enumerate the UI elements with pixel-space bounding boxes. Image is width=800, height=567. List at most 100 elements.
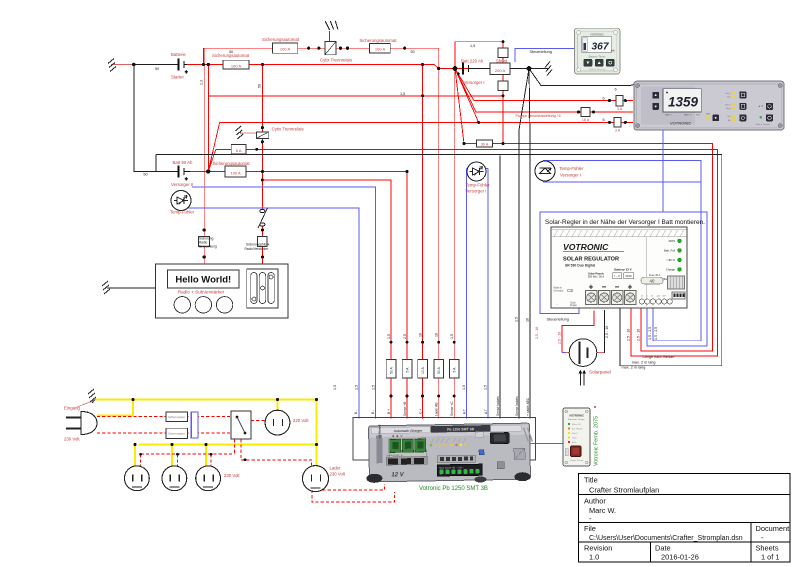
svg-text:Made in Germany: Made in Germany: [589, 69, 605, 71]
svg-text:Temp Sense +B1 − +B2 −: Temp Sense +B1 − +B2 −: [439, 467, 465, 469]
svg-text:--: --: [556, 303, 558, 306]
svg-text:6: 6: [603, 97, 605, 101]
svg-text:Pb 1250 SMT 3B: Pb 1250 SMT 3B: [447, 427, 475, 431]
svg-text:Pumpe (anschlussleitung / 6: Pumpe (anschlussleitung / 6: [516, 114, 561, 118]
svg-text:Battery 12 V: Battery 12 V: [614, 268, 631, 272]
svg-text:1,5 - 2,5: 1,5 - 2,5: [654, 327, 658, 340]
svg-text:Steuerleitung: Steuerleitung: [530, 50, 552, 54]
svg-text:Temp-Fühler: Temp-Fühler: [170, 210, 195, 215]
svg-text:2,5 - 16: 2,5 - 16: [535, 327, 539, 339]
svg-text:Title: Title: [584, 476, 598, 485]
svg-text:Solarpanel: Solarpanel: [589, 370, 611, 375]
svg-text:16: 16: [435, 333, 439, 337]
svg-text:Eingang: Eingang: [64, 406, 80, 411]
svg-text:50: 50: [411, 50, 415, 54]
svg-text:SR 530 Duo Digital: SR 530 Duo Digital: [565, 263, 595, 267]
svg-text:State: State: [572, 437, 578, 440]
svg-text:Solar-Regler in der Nähe der V: Solar-Regler in der Nähe der Versorger I…: [545, 219, 705, 226]
svg-text:Automatic Charger: Automatic Charger: [568, 418, 585, 421]
svg-text:Regler: Regler: [570, 304, 577, 307]
svg-text:2016-01-26: 2016-01-26: [661, 553, 699, 562]
svg-text:Batt 220 Ah: Batt 220 Ah: [461, 58, 484, 63]
svg-text:-: -: [761, 533, 764, 542]
svg-text:Made in: Made in: [554, 287, 563, 290]
svg-text:Sense +B: Sense +B: [403, 401, 407, 416]
svg-text:1,5: 1,5: [333, 385, 337, 390]
svg-text:Versorger II: Versorger II: [171, 182, 193, 187]
svg-text:Temp-Fühler: Temp-Fühler: [465, 183, 490, 188]
svg-text:SET: SET: [706, 114, 711, 116]
svg-text:0V: 0V: [663, 296, 666, 298]
svg-text:367: 367: [592, 42, 610, 53]
svg-text:−: −: [615, 283, 620, 292]
svg-text:Batt. II: Batt. II: [572, 432, 578, 435]
svg-text:Batt.I: Batt.I: [726, 92, 731, 95]
svg-text:Fuse 40 A: Fuse 40 A: [649, 274, 661, 277]
svg-text:Sense kabels: Sense kabels: [496, 396, 500, 416]
svg-text:30 A: 30 A: [481, 143, 489, 147]
svg-text:Document: Document: [756, 524, 790, 533]
svg-text:Versorger I: Versorger I: [465, 189, 486, 194]
svg-text:Sheets: Sheets: [756, 544, 779, 553]
svg-text:Aut. Pb/Gel: Aut. Pb/Gel: [572, 428, 583, 431]
svg-text:VOTRONIC: VOTRONIC: [563, 242, 609, 252]
svg-text:VOTRONIC: VOTRONIC: [670, 120, 691, 125]
svg-text:A T: A T: [463, 409, 467, 414]
svg-text:Sicherungsautomat: Sicherungsautomat: [359, 38, 397, 43]
svg-text:1,5: 1,5: [372, 385, 376, 390]
svg-text:Cytix Trennrelais: Cytix Trennrelais: [320, 58, 352, 63]
svg-text:CE: CE: [567, 288, 573, 293]
svg-text:MOS: MOS: [669, 239, 676, 243]
svg-text:+: +: [185, 177, 188, 182]
svg-text:U: U: [641, 296, 643, 298]
svg-text:100 A: 100 A: [280, 47, 291, 52]
svg-text:Votronic Pb 1250 SMT 3B: Votronic Pb 1250 SMT 3B: [419, 486, 488, 492]
svg-text:Sicherungsaut.: Sicherungsaut.: [168, 415, 186, 419]
svg-text:Temp-Fühler: Temp-Fühler: [559, 166, 584, 171]
svg-text:Volt: Volt: [727, 96, 731, 99]
svg-text:50: 50: [143, 173, 147, 177]
svg-text:Ah: Ah: [611, 49, 615, 53]
svg-text:1,5: 1,5: [470, 44, 475, 48]
svg-text:Battery-Timer: Battery-Timer: [589, 54, 606, 58]
svg-text:+: +: [185, 70, 188, 75]
svg-text:+12: +12: [656, 296, 660, 298]
svg-text:1,5: 1,5: [387, 334, 391, 339]
svg-text:550 Wp / 50 A: 550 Wp / 50 A: [588, 274, 605, 278]
svg-text:230 Volt: 230 Volt: [330, 472, 346, 477]
svg-text:Steuerleitung: Steuerleitung: [547, 318, 569, 322]
svg-text:Sicherungsautomat: Sicherungsautomat: [262, 37, 300, 42]
svg-text:Revision: Revision: [584, 544, 612, 553]
svg-text:30/36: 30/36: [625, 274, 632, 278]
svg-text:Charge: Charge: [666, 268, 676, 272]
svg-text:Low-Batt Batt.-St.: Low-Batt Batt.-St.: [386, 454, 404, 457]
svg-text:16 A: 16 A: [582, 118, 590, 122]
svg-text:+: +: [628, 283, 633, 292]
svg-text:VOTRONIC: VOTRONIC: [569, 414, 585, 418]
svg-text:> 80 %: > 80 %: [666, 258, 675, 262]
svg-text:3 A: 3 A: [617, 107, 623, 111]
svg-text:Author: Author: [584, 496, 606, 505]
svg-text:Cytix Trennrelais: Cytix Trennrelais: [272, 127, 304, 132]
svg-text:Votronic Fernb. 2075: Votronic Fernb. 2075: [594, 416, 600, 466]
svg-text:1,5: 1,5: [484, 385, 488, 390]
svg-text:1,5: 1,5: [355, 385, 359, 390]
svg-text:1.0: 1.0: [589, 553, 599, 562]
svg-text:CO: CO: [476, 428, 480, 432]
svg-text:50: 50: [155, 67, 159, 71]
svg-text:6: 6: [615, 88, 617, 92]
svg-text:50 A: 50 A: [389, 366, 393, 374]
svg-text:B -: B -: [371, 410, 375, 414]
svg-text:2,5 - 16: 2,5 - 16: [637, 329, 641, 341]
svg-text:50: 50: [257, 84, 261, 88]
svg-text:VOTRONIC: VOTRONIC: [590, 32, 604, 36]
svg-text:1 of 1: 1 of 1: [761, 553, 780, 562]
svg-text:Sol: Sol: [727, 116, 731, 118]
svg-text:Batt. Full: Batt. Full: [664, 249, 675, 253]
svg-text:200 A: 200 A: [495, 68, 506, 73]
svg-text:Hello World!: Hello World!: [175, 275, 231, 286]
svg-text:2,5 - 16: 2,5 - 16: [627, 329, 631, 341]
svg-text:Crafter Stromlaufplan: Crafter Stromlaufplan: [589, 485, 659, 494]
svg-text:I: I: [647, 296, 648, 298]
svg-text:Batt 90 Ah: Batt 90 Ah: [173, 160, 193, 165]
